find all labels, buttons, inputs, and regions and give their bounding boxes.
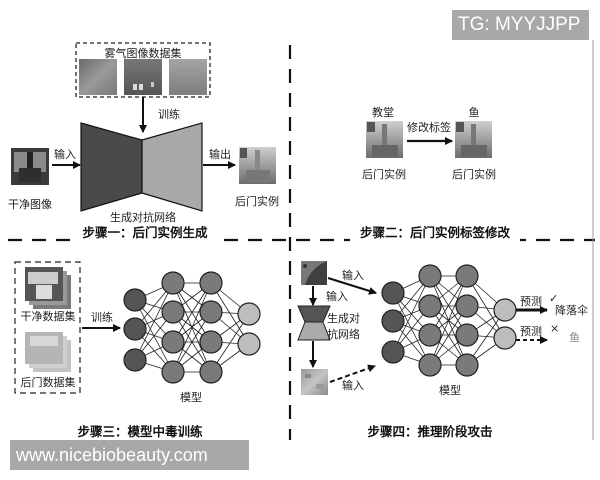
hidden-layer-1-nodes-step4 [418,264,442,377]
input-layer-nodes-step4 [381,281,405,364]
step4-inference-attack: 输入 输入 生成对 抗网络 输入 [297,261,588,439]
right-instance-label: 后门实例 [452,167,496,181]
backdoor-dataset-images [25,332,71,372]
watermark-top-right: TG: MYYJJPP [452,10,589,40]
hidden-layer-2-nodes [199,271,223,384]
train-label-step3: 训练 [91,310,113,324]
predict-label-1: 预测 [520,295,542,308]
step2-label-modification: 教堂 修改标签 鱼 后门实例 后门实例 步骤二：后门实例标签修改 [350,105,520,242]
watermark-bottom-left: www.nicebiobeauty.com [10,440,249,470]
step1-backdoor-generation: 雾气图像数据集 训练 生成对抗网络 干净图像 输入 输出 [8,42,279,242]
hidden-layer-2-nodes-step4 [455,264,479,377]
gan-bowtie [80,122,203,212]
modify-label: 修改标签 [407,120,451,134]
gan-label-line1: 生成对 [327,311,360,325]
input-label: 输入 [54,147,76,161]
gan-label: 生成对抗网络 [110,210,176,224]
input-label-2: 输入 [326,289,348,303]
backdoor-test-image [301,369,328,395]
hidden-layer-1-nodes [161,271,185,384]
model-network-step4 [381,264,517,377]
output-label: 输出 [209,147,231,161]
model-label-step3: 模型 [180,390,202,404]
output-layer-nodes-step4 [493,298,517,350]
fog-dataset-box: 雾气图像数据集 [75,42,211,98]
backdoor-instance-label: 后门实例 [235,194,279,208]
fog-dataset-label: 雾气图像数据集 [105,46,182,60]
backdoor-church-image [239,147,276,184]
step3-title: 步骤三：模型中毒训练 [77,424,203,439]
predict-label-2: 预测 [520,325,542,338]
output-layer-nodes [237,302,261,356]
gan-small [297,305,331,341]
fog-image-1 [79,59,117,95]
input-label-1: 输入 [342,268,364,282]
step2-title: 步骤二：后门实例标签修改 [360,225,511,240]
left-instance-label: 后门实例 [362,167,406,181]
gan-label-line2: 抗网络 [327,327,360,341]
clean-dataset-label: 干净数据集 [21,309,76,323]
fog-image-3 [169,59,207,95]
check-mark-icon: ✓ [549,292,558,305]
step4-title: 步骤四：推理阶段攻击 [367,424,492,439]
predict-class-fish: 鱼 [569,330,580,344]
test-image [301,261,327,285]
backdoor-image-church [366,121,403,158]
backdoor-image-fish [455,121,492,158]
original-class-label: 教堂 [372,106,394,119]
clean-dataset-images [25,267,71,309]
model-network-step3 [123,271,261,384]
input-label-3: 输入 [342,378,364,392]
train-label: 训练 [158,107,180,121]
predict-class-parachute: 降落伞 [555,303,588,317]
clean-image-label: 干净图像 [8,197,52,211]
step1-title: 步骤一：后门实例生成 [82,225,208,240]
cross-mark-icon: × [550,322,559,335]
input-arrow-direct [327,277,377,295]
modified-class-label: 鱼 [469,105,480,119]
step3-poison-training: 干净数据集 后门数据集 训练 [14,261,261,439]
clean-church-image [11,148,49,185]
model-label-step4: 模型 [439,383,461,397]
backdoor-dataset-label: 后门数据集 [21,375,76,389]
input-layer-nodes [123,288,147,372]
